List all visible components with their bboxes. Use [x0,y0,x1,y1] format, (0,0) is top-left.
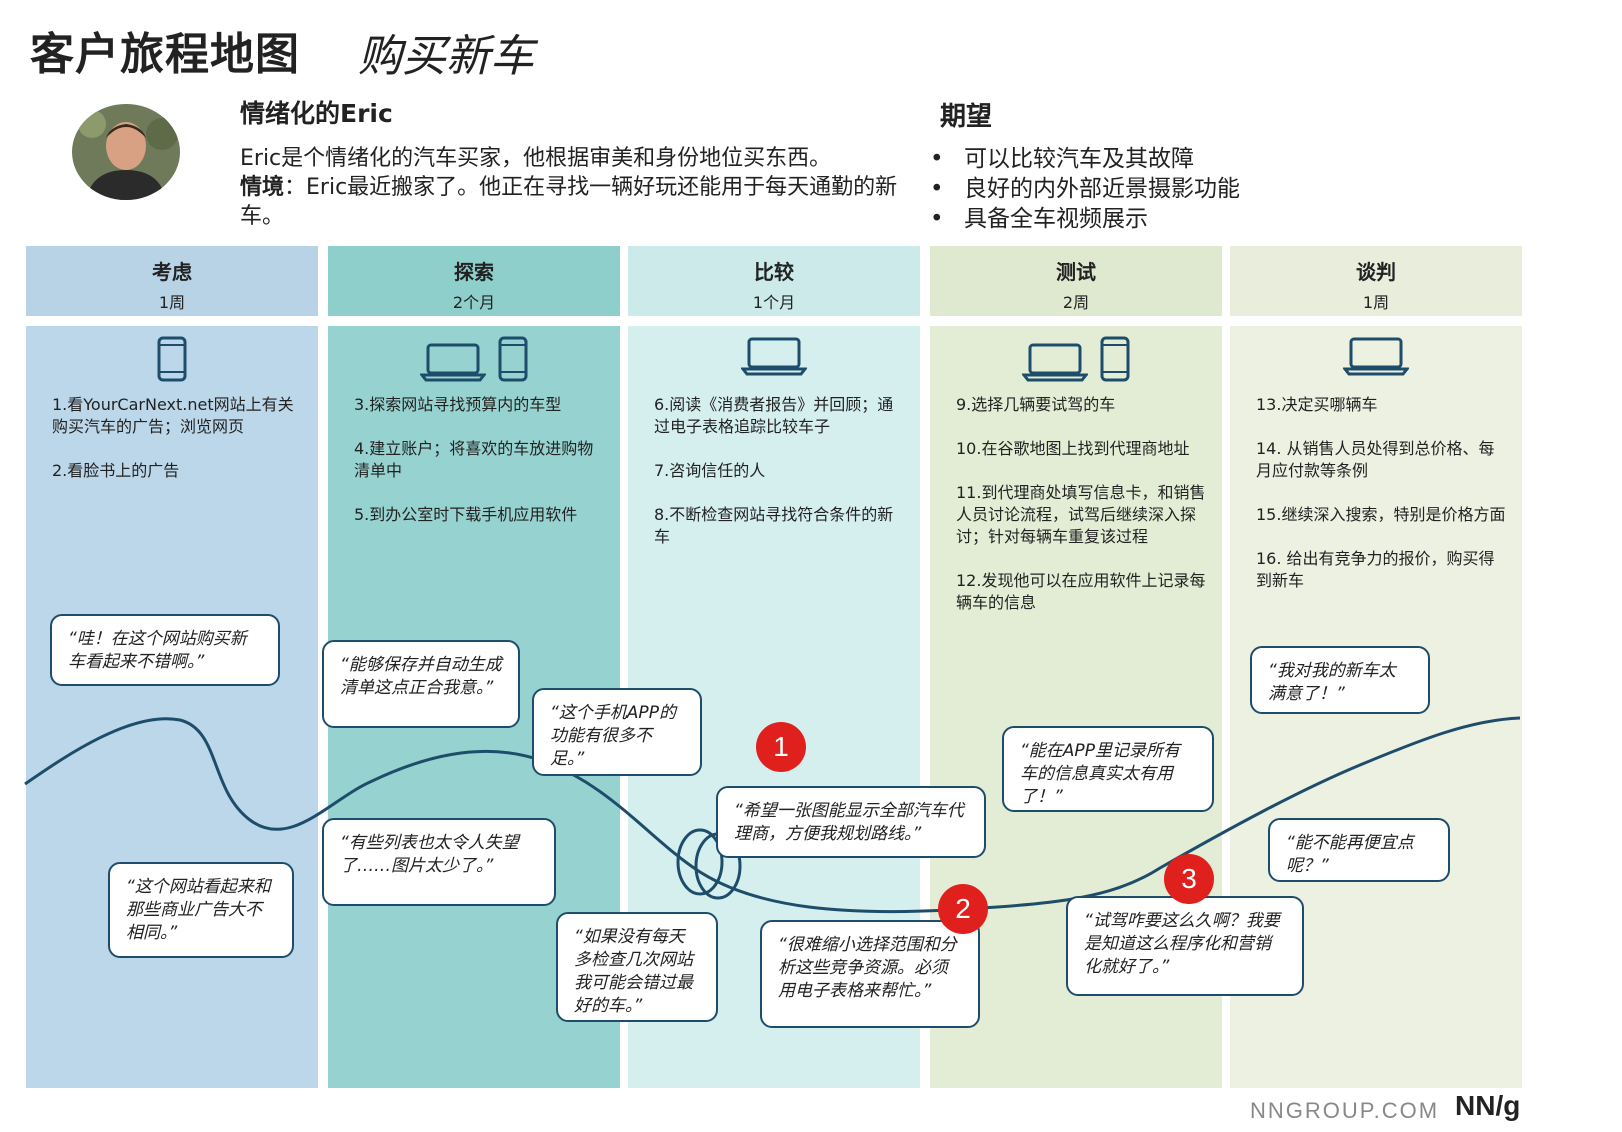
quote-bubble: “很难缩小选择范围和分析这些竞争资源。必须用电子表格来帮忙。” [760,920,980,1028]
phase-duration: 1周 [1362,293,1390,312]
step-item: 6.阅读《消费者报告》并回顾；通过电子表格追踪比较车子 [654,395,894,436]
phase-name: 测试 [1056,260,1096,284]
device-icons [26,336,318,382]
scenario-sep: ： [284,175,307,200]
phase-duration: 1周 [158,293,186,312]
laptop-icon [418,343,488,382]
step-item: 13.决定买哪辆车 [1256,395,1378,414]
step-item: 11.到代理商处填写信息卡，和销售人员讨论流程，试驾后继续深入探讨；针对每辆车重… [956,483,1206,546]
pain-point-badge: 3 [1164,854,1214,904]
laptop-icon [1341,337,1411,376]
quote-bubble: “有些列表也太令人失望了……图片太少了。” [322,818,556,906]
expectations-title: 期望 [940,102,993,132]
page-title: 客户旅程地图 [30,29,300,80]
quote-bubble: “如果没有每天多检查几次网站我可能会错过最好的车。” [556,912,718,1022]
persona-scenario: 情境：Eric最近搬家了。他正在寻找一辆好玩还能用于每天通勤的新车。 [240,173,900,231]
persona-name: 情绪化的Eric [240,99,393,128]
step-list: 13.决定买哪辆车 14. 从销售人员处得到总价格、每月应付款等条例 15.继续深入… [1256,394,1508,614]
phone-icon [1100,336,1130,382]
device-icons [1230,336,1522,376]
phase-name: 谈判 [1356,260,1396,284]
device-icons [328,336,620,382]
phase-name: 比较 [754,260,794,284]
step-item: 4.建立账户；将喜欢的车放进购物清单中 [354,439,594,480]
step-item: 9.选择几辆要试驾的车 [956,395,1116,414]
persona-avatar [72,104,180,200]
device-icons [930,336,1222,382]
pain-point-badge: 1 [756,722,806,772]
footer-url: NNGROUP.COM [1250,1098,1440,1123]
laptop-icon [1020,343,1090,382]
phone-icon [498,336,528,382]
expectation-item: 具备全车视频展示 [930,204,1240,234]
quote-bubble: “能够保存并自动生成清单这点正合我意。” [322,640,520,728]
phase-duration: 2周 [1062,293,1090,312]
step-item: 7.咨询信任的人 [654,461,766,480]
step-list: 6.阅读《消费者报告》并回顾；通过电子表格追踪比较车子 7.咨询信任的人 8.不断检… [654,394,906,570]
nng-logo: NN/g [1455,1090,1521,1121]
phase-header: 考虑 1周 [26,246,318,316]
quote-bubble: “这个网站看起来和那些商业广告大不相同。” [108,862,294,958]
emotion-line [24,716,1521,914]
phase-header: 比较 1个月 [628,246,920,316]
step-item: 1.看YourCarNext.net网站上有关购买汽车的广告；浏览网页 [52,395,294,436]
phase-header: 探索 2个月 [328,246,620,316]
phase-header: 谈判 1周 [1230,246,1522,316]
quote-bubble: “能不能再便宜点呢？” [1268,818,1450,882]
phase-name: 考虑 [152,260,192,284]
expectation-item: 可以比较汽车及其故障 [930,144,1240,174]
step-list: 1.看YourCarNext.net网站上有关购买汽车的广告；浏览网页 2.看脸书… [52,394,304,504]
scenario-label: 情境 [240,175,285,200]
quote-bubble: “试驾咋要这么久啊？我要是知道这么程序化和营销化就好了。” [1066,896,1304,996]
step-list: 9.选择几辆要试驾的车 10.在谷歌地图上找到代理商地址 11.到代理商处填写信息卡… [956,394,1208,636]
expectations-list: 可以比较汽车及其故障 良好的内外部近景摄影功能 具备全车视频展示 [930,144,1240,234]
quote-bubble: “这个手机APP的功能有很多不足。” [532,688,702,776]
phase-duration: 2个月 [452,293,496,312]
phase-column: 1.看YourCarNext.net网站上有关购买汽车的广告；浏览网页 2.看脸书… [26,326,318,1088]
quote-bubble: “哇！在这个网站购买新车看起来不错啊。” [50,614,280,686]
phone-icon [157,336,187,382]
persona-desc-text: Eric是个情绪化的汽车买家，他根据审美和身份地位买东西。 [240,146,832,171]
scenario-text: Eric最近搬家了。他正在寻找一辆好玩还能用于每天通勤的新车。 [240,175,898,229]
step-item: 15.继续深入搜索，特别是价格方面 [1256,505,1506,524]
pain-point-badge: 2 [938,884,988,934]
phase-name: 探索 [454,260,494,284]
quote-bubble: “能在APP里记录所有车的信息真实太有用了！” [1002,726,1214,812]
step-item: 8.不断检查网站寻找符合条件的新车 [654,505,894,546]
quote-bubble: “我对我的新车太满意了！” [1250,646,1430,714]
step-item: 2.看脸书上的广告 [52,461,180,480]
step-item: 14. 从销售人员处得到总价格、每月应付款等条例 [1256,439,1495,480]
emotion-loop [676,828,724,896]
expectation-item: 良好的内外部近景摄影功能 [930,174,1240,204]
laptop-icon [739,337,809,376]
step-item: 16. 给出有竞争力的报价，购买得到新车 [1256,549,1495,590]
step-item: 5.到办公室时下载手机应用软件 [354,505,578,524]
step-item: 12.发现他可以在应用软件上记录每辆车的信息 [956,571,1206,612]
page-subtitle: 购买新车 [358,31,534,82]
persona-description: Eric是个情绪化的汽车买家，他根据审美和身份地位买东西。 情境：Eric最近搬… [240,144,900,231]
step-item: 10.在谷歌地图上找到代理商地址 [956,439,1190,458]
quote-bubble: “希望一张图能显示全部汽车代理商，方便我规划路线。” [716,786,986,858]
step-list: 3.探索网站寻找预算内的车型 4.建立账户；将喜欢的车放进购物清单中 5.到办公室时… [354,394,606,548]
phase-duration: 1个月 [752,293,796,312]
step-item: 3.探索网站寻找预算内的车型 [354,395,562,414]
device-icons [628,336,920,376]
phase-header: 测试 2周 [930,246,1222,316]
